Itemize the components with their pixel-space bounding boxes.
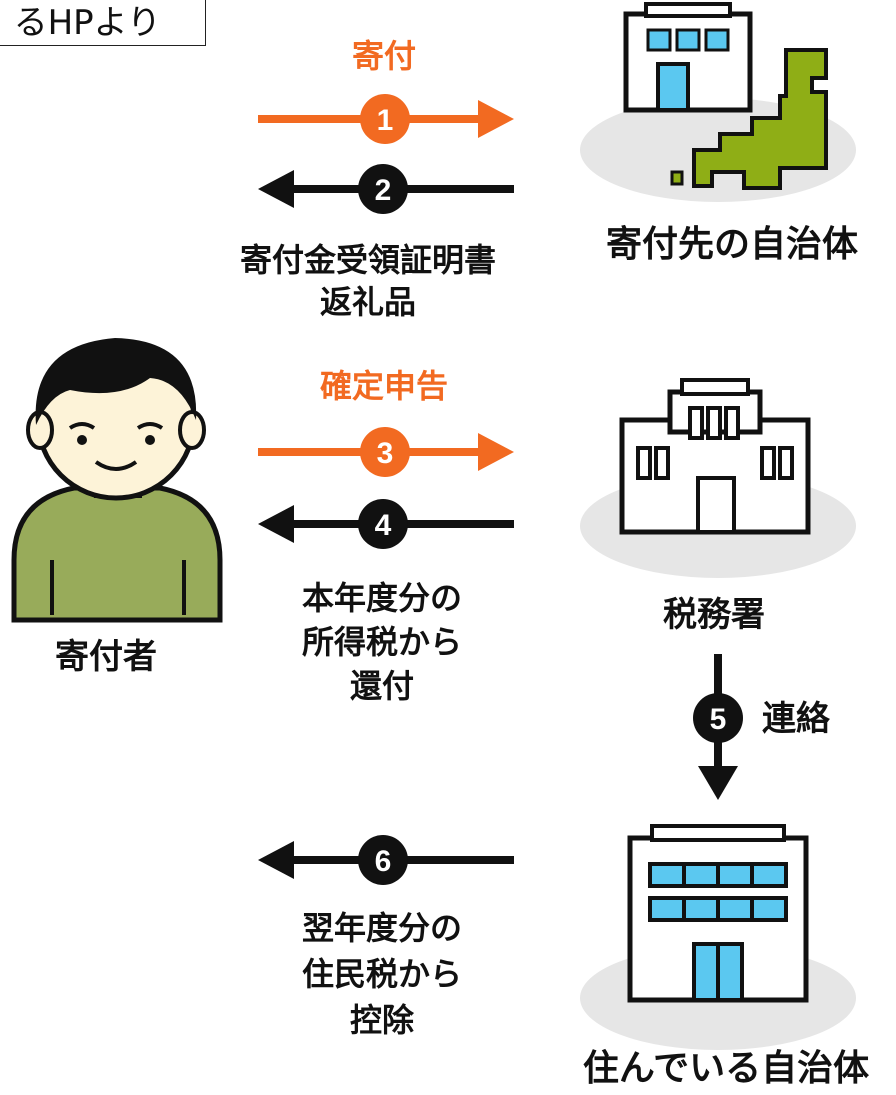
source-note-box: るHPより [0, 0, 206, 46]
step-4-label-line-2: 所得税から [301, 623, 463, 661]
step-6-arrow: 6 [258, 835, 514, 885]
resident-municipality-label: 住んでいる自治体 [582, 1048, 870, 1089]
step-2-label-line-1: 寄付金受領証明書 [239, 241, 497, 279]
step-2-arrow: 2 [258, 164, 514, 214]
step-6-label-line-2: 住民税から [301, 955, 463, 993]
source-note-text: るHPより [13, 3, 161, 43]
step-4-label-line-3: 還付 [349, 667, 415, 705]
step-1-arrow: 1 [258, 94, 514, 144]
step-1-label: 寄付 [351, 37, 417, 75]
step-2-number: 2 [375, 174, 392, 207]
donor-label: 寄付者 [55, 637, 157, 677]
resident-municipality-icon [580, 824, 856, 1050]
step-4-number: 4 [375, 509, 392, 542]
step-1-number: 1 [377, 104, 394, 137]
step-3-label: 確定申告 [319, 367, 449, 405]
step-3-arrow: 3 [258, 427, 514, 477]
tax-office-label: 税務署 [663, 595, 765, 635]
step-5-number: 5 [710, 703, 727, 736]
step-6-number: 6 [375, 845, 392, 878]
recipient-municipality-icon [580, 2, 856, 202]
step-3-number: 3 [377, 437, 394, 470]
step-2-label-line-2: 返礼品 [319, 283, 417, 321]
step-5-label: 連絡 [762, 699, 830, 739]
step-6-label-line-1: 翌年度分の [301, 909, 463, 947]
step-5-arrow: 5 [693, 654, 743, 800]
step-4-arrow: 4 [258, 499, 514, 549]
step-6-label-line-3: 控除 [349, 1001, 415, 1039]
step-4-label-line-1: 本年度分の [301, 579, 463, 617]
tax-office-icon [580, 378, 856, 578]
recipient-municipality-label: 寄付先の自治体 [605, 224, 859, 265]
donor-icon [11, 338, 223, 623]
